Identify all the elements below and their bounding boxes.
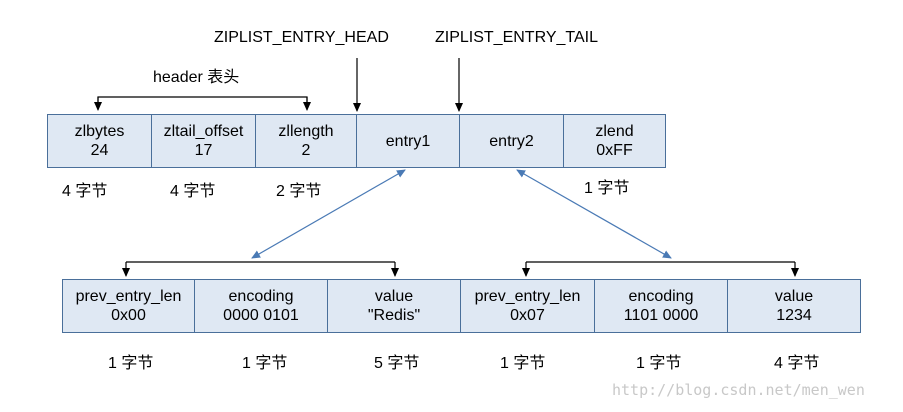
entry2-bracket (522, 261, 799, 277)
entry1-bracket (122, 261, 399, 277)
size-label: 4 字节 (62, 183, 108, 200)
size-label: 1 字节 (500, 355, 546, 372)
cell-name: value (374, 288, 414, 305)
size-label: 1 字节 (242, 355, 288, 372)
cell-name: encoding (228, 288, 294, 305)
entry2-prev-entry-len: prev_entry_len 0x07 (460, 279, 595, 333)
size-label: 4 字节 (170, 183, 216, 200)
cell-name: entry2 (489, 132, 534, 150)
cell-value: 1234 (776, 307, 812, 324)
cell-value: 24 (90, 142, 109, 159)
cell-value: 0000 0101 (223, 307, 299, 324)
entry2-value: value 1234 (727, 279, 861, 333)
header-bracket (94, 96, 311, 111)
entry-head-label: ZIPLIST_ENTRY_HEAD (214, 29, 389, 46)
cell-value: "Redis" (367, 307, 421, 324)
entry1-detail-link (251, 169, 406, 259)
cell-value: 2 (301, 142, 311, 159)
cell-name: zlbytes (74, 123, 125, 140)
cell-name: zllength (278, 123, 334, 140)
ziplist-cell-entry2: entry2 (459, 114, 564, 168)
ziplist-cell-zlbytes: zlbytes 24 (47, 114, 152, 168)
ziplist-cell-zllength: zllength 2 (255, 114, 357, 168)
size-label: 1 字节 (636, 355, 682, 372)
cell-name: prev_entry_len (75, 288, 182, 305)
entry2-encoding: encoding 1101 0000 (594, 279, 728, 333)
cell-value: 17 (194, 142, 213, 159)
cell-name: zltail_offset (163, 123, 244, 140)
ziplist-cell-zlend: zlend 0xFF (563, 114, 666, 168)
cell-name: value (774, 288, 814, 305)
cell-value: 0x00 (111, 307, 146, 324)
size-label: 1 字节 (108, 355, 154, 372)
cell-value: 0x07 (510, 307, 545, 324)
entry1-encoding: encoding 0000 0101 (194, 279, 328, 333)
cell-value: 0xFF (596, 142, 633, 159)
watermark: http://blog.csdn.net/men_wen (612, 381, 865, 399)
size-label: 2 字节 (276, 183, 322, 200)
cell-name: encoding (628, 288, 694, 305)
entry2-detail-link (516, 169, 672, 259)
entry-tail-label: ZIPLIST_ENTRY_TAIL (435, 29, 599, 46)
entry1-prev-entry-len: prev_entry_len 0x00 (62, 279, 195, 333)
size-label: 4 字节 (774, 355, 820, 372)
size-label: 1 字节 (584, 180, 630, 197)
ziplist-cell-zltail-offset: zltail_offset 17 (151, 114, 256, 168)
header-label: header 表头 (153, 69, 240, 86)
cell-name: zlend (595, 123, 634, 140)
cell-value: 1101 0000 (623, 307, 699, 324)
cell-name: prev_entry_len (474, 288, 581, 305)
size-label: 5 字节 (374, 355, 420, 372)
entry1-value: value "Redis" (327, 279, 461, 333)
ziplist-cell-entry1: entry1 (356, 114, 460, 168)
cell-name: entry1 (385, 132, 431, 150)
